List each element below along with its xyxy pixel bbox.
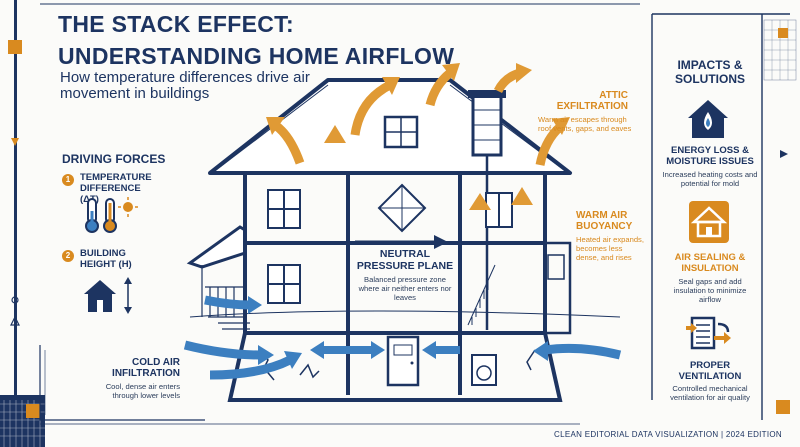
cold-air-infiltration-label: COLD AIR INFILTRATION <box>112 357 180 379</box>
attic-exfiltration-label: ATTIC EXFILTRATION <box>556 90 628 112</box>
neutral-plane-arrow <box>355 235 448 249</box>
diamond-window <box>377 183 427 233</box>
basement-door <box>386 335 420 387</box>
driving-force-number-1: 1 <box>62 174 74 186</box>
stairs <box>467 264 496 326</box>
cold-air-infiltration-callout: COLD AIR INFILTRATION Cool, dense air en… <box>80 357 180 400</box>
roof <box>208 78 572 175</box>
warm-air-buoyancy-text: Heated air expands, becomes less dense, … <box>576 235 644 262</box>
impact-text-1: Increased heating costs and potential fo… <box>662 170 758 188</box>
driving-forces-heading: DRIVING FORCES <box>62 152 166 166</box>
attic-exfiltration-callout: ATTIC EXFILTRATION Warm air escapes thro… <box>538 90 638 133</box>
ground <box>189 310 621 318</box>
house-height-icon <box>84 277 132 314</box>
impact-label-3: PROPER VENTILATION <box>678 360 742 382</box>
porch-roof <box>186 225 247 269</box>
impact-label-2: AIR SEALING & INSULATION <box>674 252 746 274</box>
neutral-plane-callout: NEUTRAL PRESSURE PLANE Balanced pressure… <box>354 248 456 302</box>
driving-force-number-2: 2 <box>62 250 74 262</box>
neutral-plane-text: Balanced pressure zone where air neither… <box>358 275 452 302</box>
impact-text-3: Controlled mechanical ventilation for ai… <box>670 384 750 402</box>
neutral-plane-label: NEUTRAL PRESSURE PLANE <box>356 248 454 272</box>
washer-appliance <box>471 354 497 386</box>
chimney <box>468 90 506 330</box>
title-line-2: UNDERSTANDING HOME AIRFLOW <box>58 43 455 69</box>
attic-exfiltration-text: Warm air escapes through roof vents, gap… <box>538 115 632 133</box>
page-subtitle: How temperature differences drive air mo… <box>60 69 310 102</box>
thermometer-sun-icon <box>85 197 138 233</box>
cold-air-infiltration-text: Cool, dense air enters through lower lev… <box>105 382 180 400</box>
house-walls <box>243 171 572 395</box>
house-illustration <box>183 63 622 402</box>
attic-exhaust-arrows <box>266 63 570 166</box>
house-seal-icon <box>689 201 729 243</box>
impacts-heading: IMPACTS & SOLUTIONS <box>674 58 745 86</box>
house-droplet-icon <box>688 100 728 138</box>
rising-air-arrows <box>324 125 533 350</box>
title-line-1: THE STACK EFFECT: <box>58 11 294 37</box>
windows <box>267 189 513 304</box>
cold-air-arrows <box>183 295 622 380</box>
ventilation-icon <box>686 316 731 350</box>
impact-text-2: Seal gaps and add insulation to minimize… <box>673 277 747 304</box>
page-title: THE STACK EFFECT: UNDERSTANDING HOME AIR… <box>58 10 454 70</box>
warm-air-buoyancy-label: WARM AIR BUOYANCY <box>576 210 633 232</box>
driving-force-label-2: BUILDING HEIGHT (H) <box>80 248 132 270</box>
footer-caption: CLEAN EDITORIAL DATA VISUALIZATION | 202… <box>554 430 782 439</box>
warm-air-buoyancy-callout: WARM AIR BUOYANCY Heated air expands, be… <box>576 210 646 262</box>
impact-label-1: ENERGY LOSS & MOISTURE ISSUES <box>666 145 754 167</box>
